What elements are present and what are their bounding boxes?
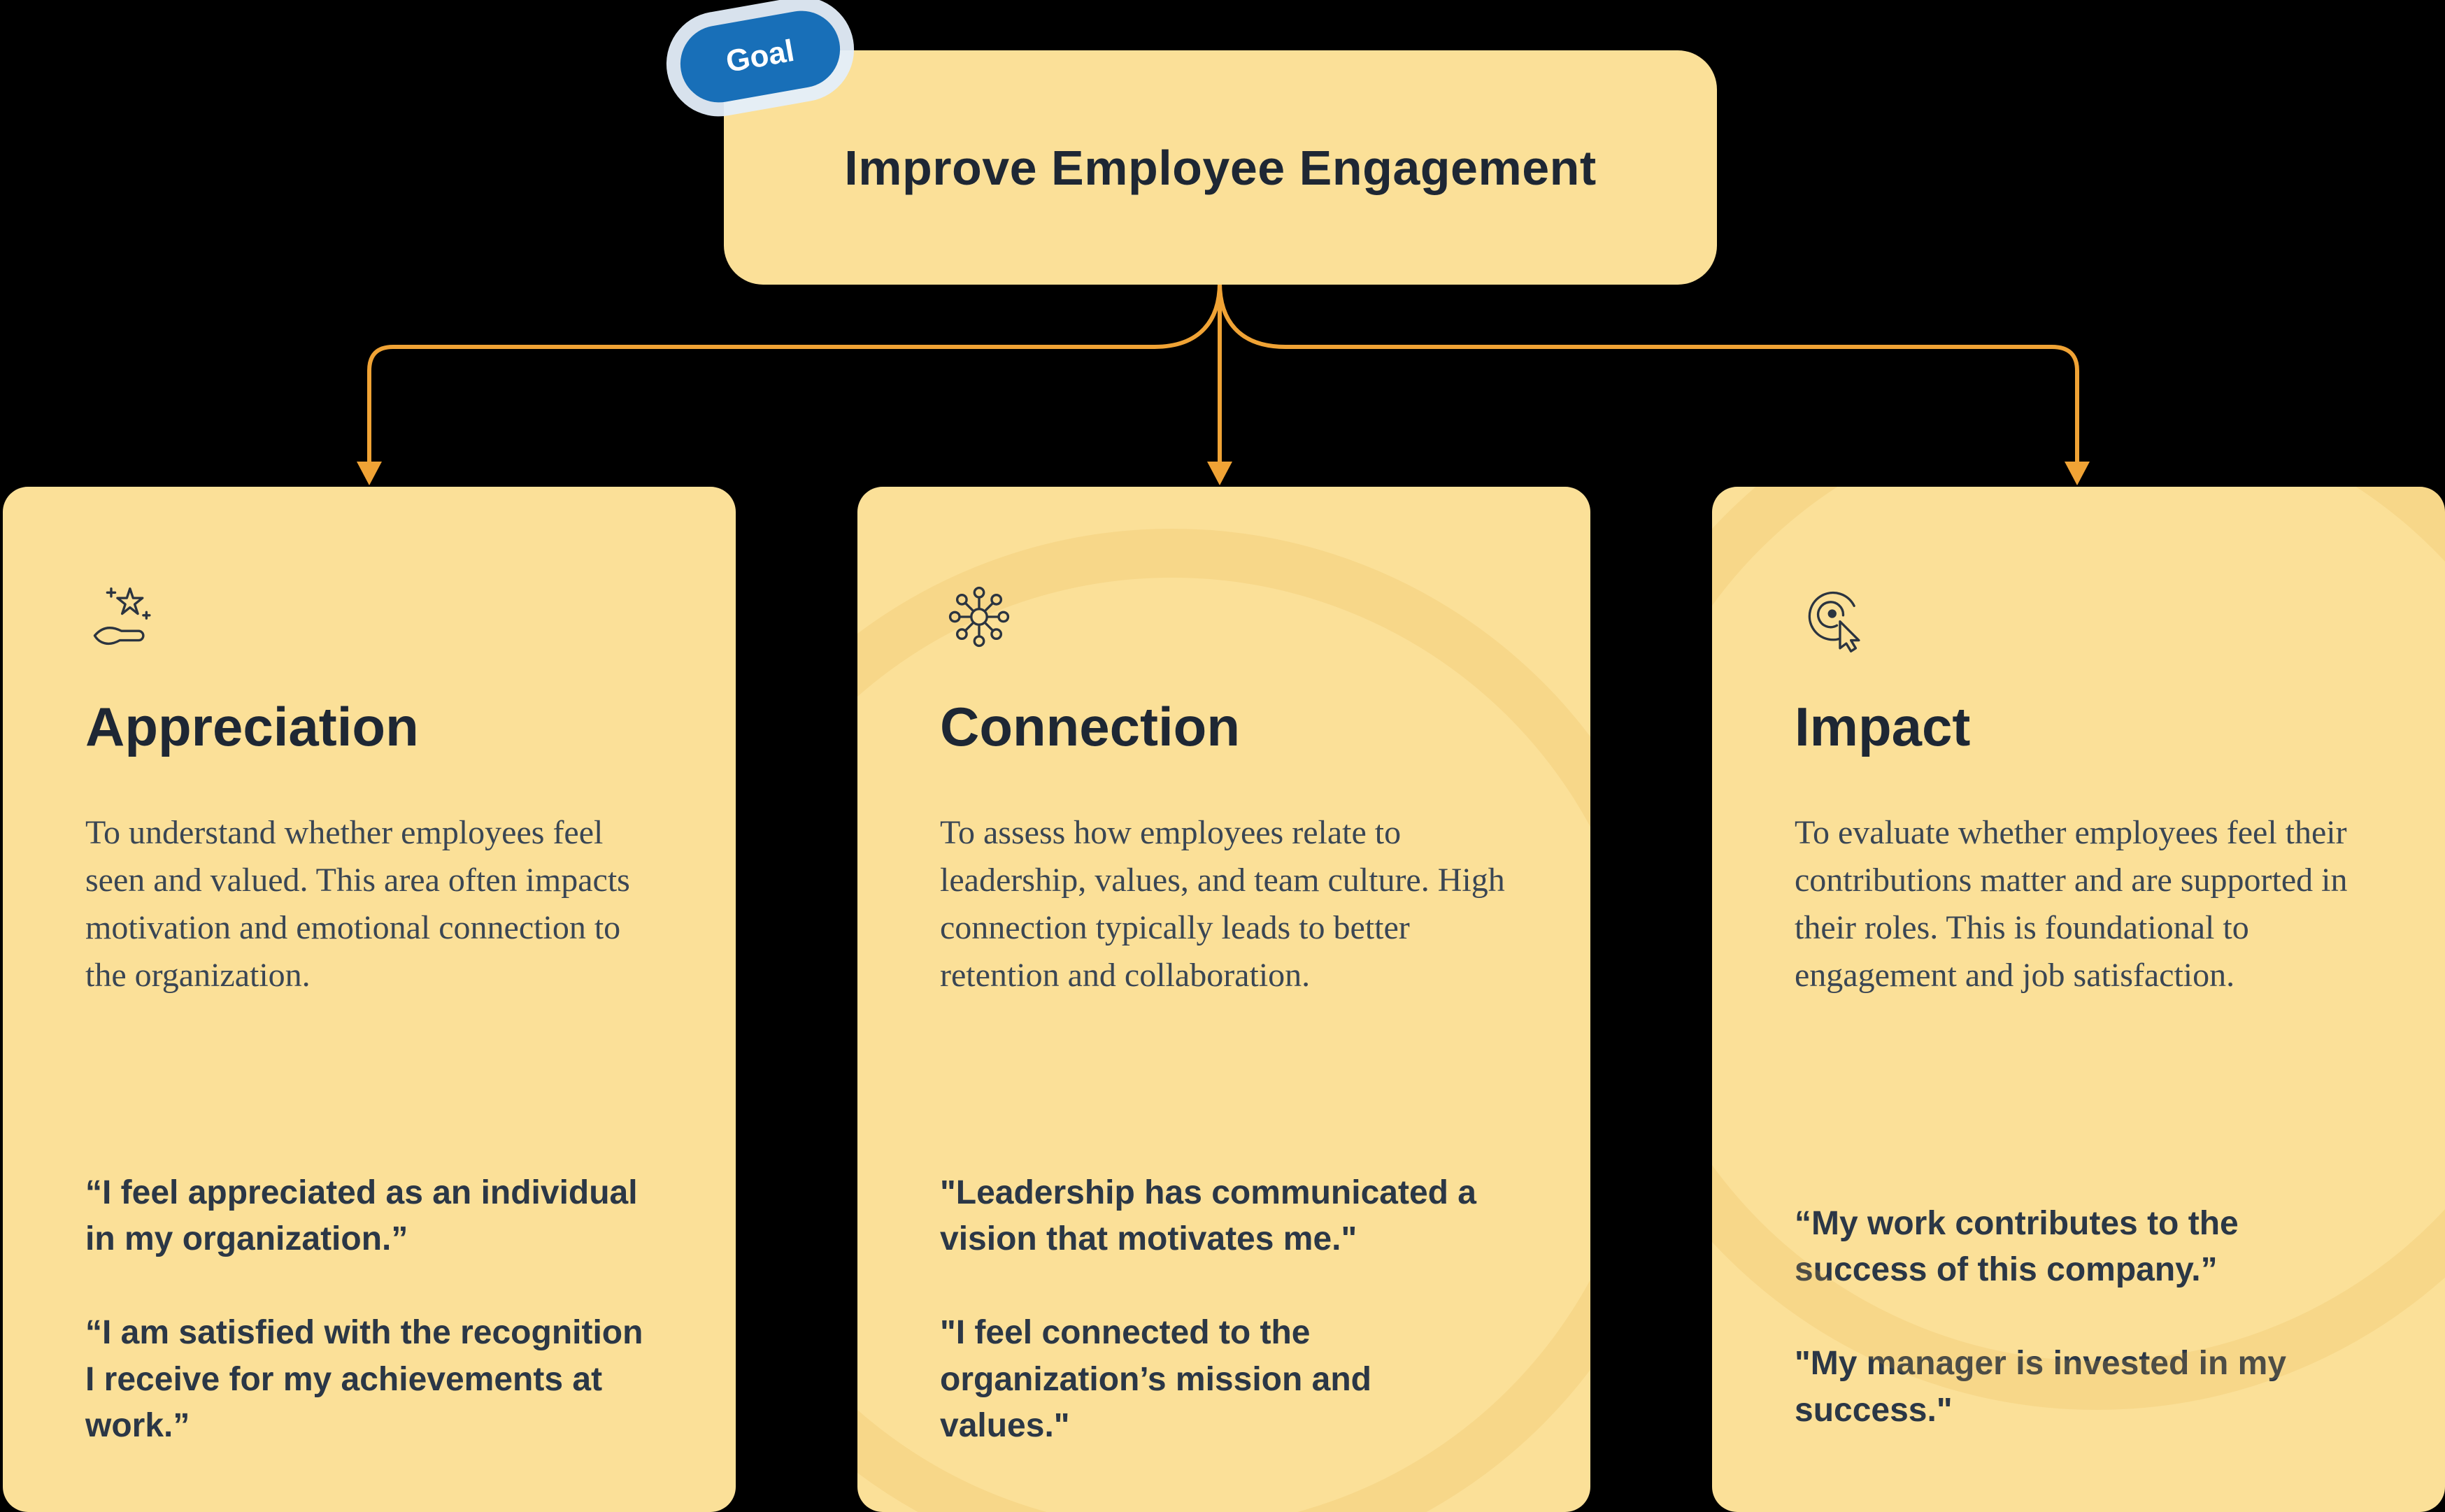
card-quotes: “I feel appreciated as an individual in … bbox=[85, 1170, 653, 1449]
card-description: To evaluate whether employees feel their… bbox=[1795, 814, 2348, 994]
arrowhead-right-icon bbox=[2065, 462, 2090, 485]
arrow-line-left bbox=[367, 282, 1222, 464]
quote-item: “I am satisfied with the recognition I r… bbox=[85, 1314, 643, 1444]
quote-item: “My work contributes to the success of t… bbox=[1795, 1205, 2239, 1289]
card-impact: Impact To evaluate whether employees fee… bbox=[1712, 487, 2445, 1512]
arrowhead-middle-icon bbox=[1207, 462, 1232, 485]
goal-box: Improve Employee Engagement bbox=[724, 50, 1717, 285]
target-cursor-icon bbox=[1795, 578, 1873, 656]
quote-item: “I feel appreciated as an individual in … bbox=[85, 1174, 638, 1258]
card-description: To assess how employees relate to leader… bbox=[940, 814, 1505, 994]
quote-item: "Leadership has communicated a vision th… bbox=[940, 1174, 1476, 1258]
card-quotes: "Leadership has communicated a vision th… bbox=[940, 1170, 1508, 1449]
card-description: To understand whether employees feel see… bbox=[85, 814, 630, 994]
arrow-line-right bbox=[1218, 282, 2079, 464]
quote-item: "I feel connected to the organization’s … bbox=[940, 1314, 1371, 1444]
goal-title: Improve Employee Engagement bbox=[844, 140, 1597, 195]
card-title: Impact bbox=[1795, 696, 1971, 757]
quote-item: "My manager is invested in my success." bbox=[1795, 1345, 2287, 1429]
card-quotes: “My work contributes to the success of t… bbox=[1795, 1201, 2362, 1434]
card-title: Appreciation bbox=[85, 696, 419, 757]
network-nodes-icon bbox=[940, 578, 1018, 656]
arrowhead-left-icon bbox=[357, 462, 382, 485]
hand-star-icon bbox=[85, 578, 164, 656]
card-appreciation: Appreciation To understand whether emplo… bbox=[3, 487, 736, 1512]
card-connection: Connection To assess how employees relat… bbox=[857, 487, 1590, 1512]
card-title: Connection bbox=[940, 696, 1240, 757]
